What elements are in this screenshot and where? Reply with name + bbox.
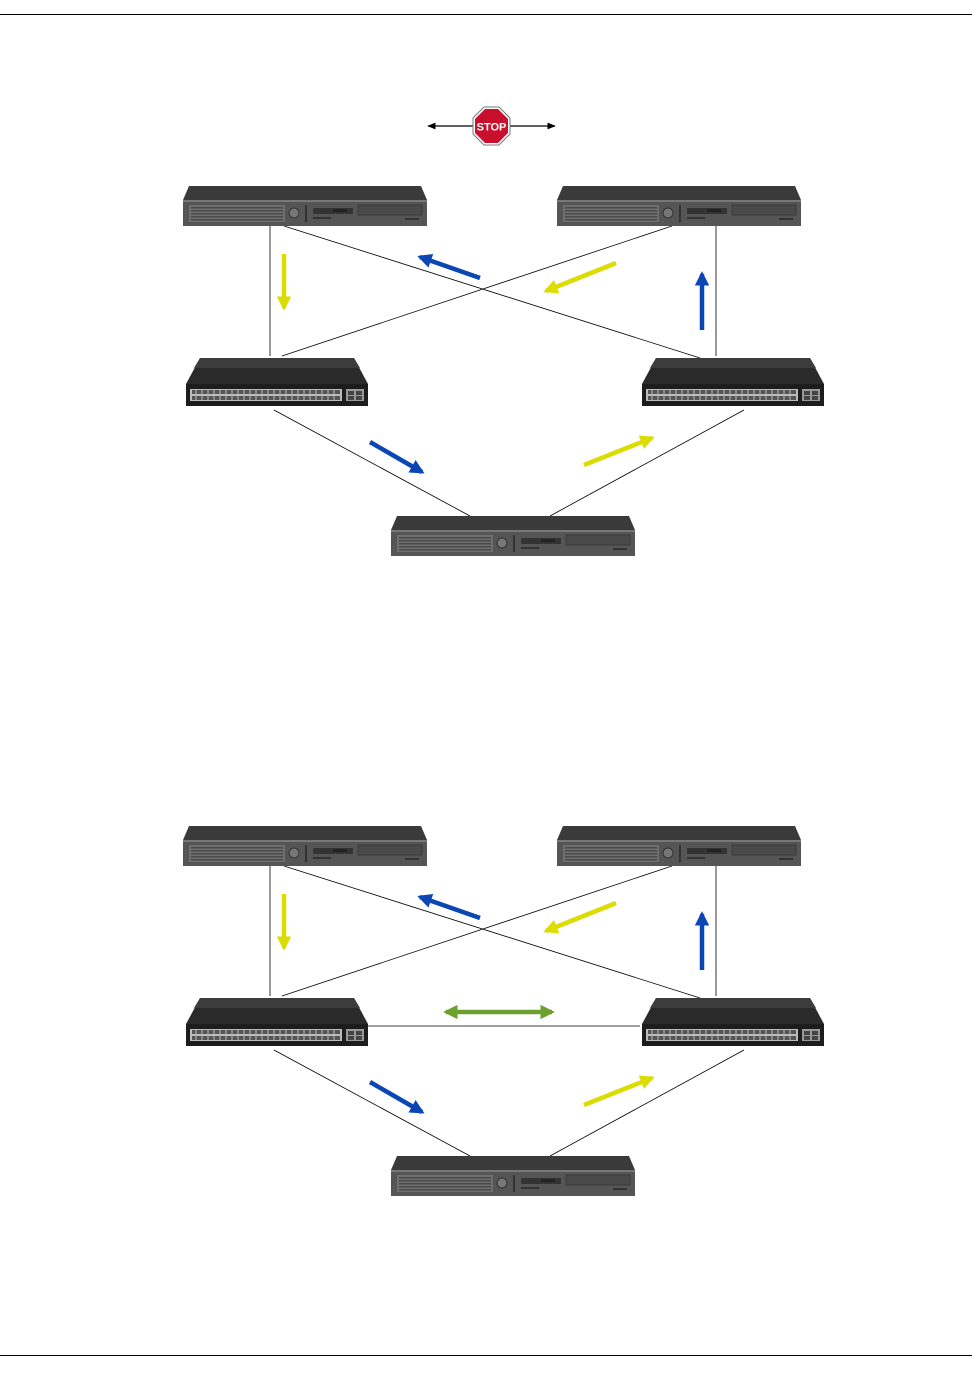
blue-left-arrow bbox=[420, 897, 480, 918]
link-tr-server-to-left-switch bbox=[282, 226, 672, 356]
link-tr-server-to-left-switch bbox=[282, 866, 672, 996]
diagram-without-inter-switch-link bbox=[183, 186, 824, 556]
link-left-switch-to-bottom-server bbox=[274, 1050, 470, 1156]
switch-left bbox=[186, 358, 368, 406]
stop-indicator: STOP bbox=[428, 107, 555, 145]
link-left-switch-to-bottom-server bbox=[274, 410, 470, 516]
blue-down-right-arrow bbox=[370, 442, 422, 472]
server-top-left bbox=[183, 826, 427, 866]
server-top-right bbox=[557, 826, 801, 866]
link-tl-server-to-right-switch bbox=[284, 866, 700, 998]
blue-down-right-arrow bbox=[370, 1082, 422, 1112]
diagram-with-inter-switch-link bbox=[183, 826, 824, 1196]
link-right-switch-to-bottom-server bbox=[550, 410, 744, 516]
stop-sign-label: STOP bbox=[477, 122, 507, 134]
switch-right bbox=[642, 358, 824, 406]
yellow-diagonal-arrow bbox=[546, 903, 616, 931]
server-top-right bbox=[557, 186, 801, 226]
switch-left bbox=[186, 998, 368, 1046]
stop-sign-icon: STOP bbox=[473, 107, 510, 145]
server-top-left bbox=[183, 186, 427, 226]
switch-right bbox=[642, 998, 824, 1046]
blue-left-arrow bbox=[420, 257, 480, 278]
link-right-switch-to-bottom-server bbox=[550, 1050, 744, 1156]
yellow-up-right-arrow bbox=[584, 1078, 652, 1105]
server-bottom bbox=[391, 516, 635, 556]
yellow-up-right-arrow bbox=[584, 438, 652, 465]
link-tl-server-to-right-switch bbox=[284, 226, 700, 358]
yellow-diagonal-arrow bbox=[546, 263, 616, 291]
server-bottom bbox=[391, 1156, 635, 1196]
